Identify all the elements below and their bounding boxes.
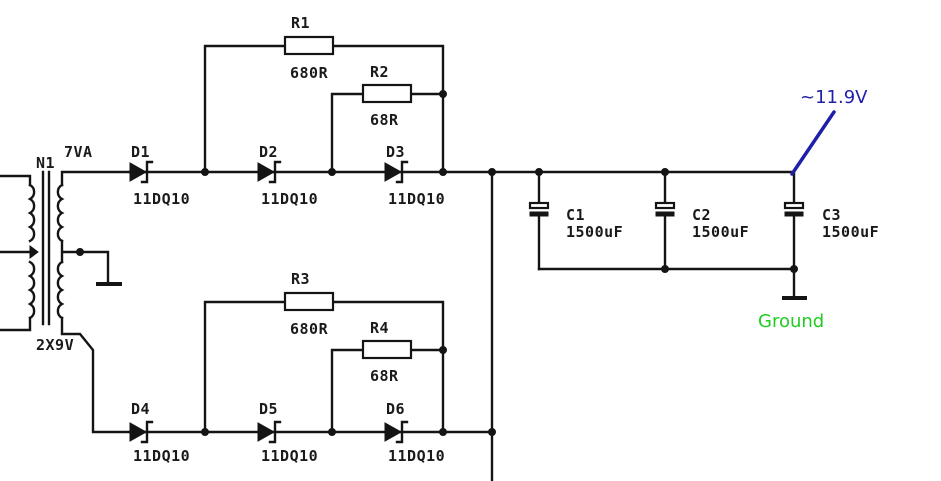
diode-ref-label: D1 [131,143,150,161]
secondary-center-tap-wire [60,239,110,285]
diode-value-label: 11DQ10 [133,447,190,465]
junction [661,265,669,273]
diode-d6 [384,420,409,444]
resistor-ref-label: R2 [370,63,389,81]
secondary-lead-top [60,170,132,187]
junction [328,428,336,436]
junction [488,168,496,176]
transformer-n1 [0,170,132,434]
output-voltage-annotation: ~11.9V [800,87,868,108]
resistor-ref-label: R1 [291,14,310,32]
capacitor-ref-label: C3 [822,206,841,224]
diode-value-label: 11DQ10 [261,447,318,465]
primary-lead-bottom [0,316,32,332]
capacitor-c2 [654,170,676,271]
r3-wire [203,300,445,434]
r2-wire [330,92,445,174]
capacitor-ref-label: C2 [692,206,711,224]
diode-ref-label: D4 [131,400,150,418]
capacitor-ref-label: C1 [566,206,585,224]
resistor-value-label: 680R [290,64,329,82]
r4-wire [330,348,445,434]
diode-ref-label: D5 [259,400,278,418]
secondary-winding-upper [56,183,65,243]
resistor-value-label: 68R [370,111,399,129]
resistor-ref-label: R3 [291,270,310,288]
diode-d1 [129,160,154,184]
r1-wire [203,44,445,174]
diode-value-label: 11DQ10 [261,190,318,208]
junction [439,346,447,354]
diode-ref-label: D6 [386,400,405,418]
diode-d4 [129,420,154,444]
secondary-lead-bottom [60,316,132,434]
capacitor-c1 [528,170,550,271]
junction [790,265,798,273]
resistor-value-label: 680R [290,320,329,338]
junction [201,168,209,176]
primary-winding-upper [27,183,36,243]
junction [661,168,669,176]
center-tap-arrow [29,245,39,259]
secondary-winding-lower [56,260,65,320]
transformer-rating-label: 7VA [64,143,93,161]
junction [488,428,496,436]
resistor-r4 [361,339,413,360]
junction [439,168,447,176]
primary-lead-top [0,174,32,187]
diode-d5 [257,420,282,444]
resistor-ref-label: R4 [370,319,389,337]
diode-d3 [384,160,409,184]
junction [439,428,447,436]
junction [535,168,543,176]
transformer-secondary-label: 2X9V [36,336,74,354]
capacitor-c3 [783,170,805,299]
diode-value-label: 11DQ10 [388,190,445,208]
primary-winding-lower [27,260,36,320]
junction [201,428,209,436]
transformer-ref-label: N1 [36,154,55,172]
resistor-r2 [361,83,413,104]
ground-annotation: Ground [758,311,824,332]
resistor-value-label: 68R [370,367,399,385]
capacitor-value-label: 1500uF [692,223,749,241]
diode-ref-label: D3 [386,143,405,161]
voltage-pointer-line [790,110,836,176]
diode-value-label: 11DQ10 [133,190,190,208]
junction [439,90,447,98]
diode-value-label: 11DQ10 [388,447,445,465]
center-tap-junction [76,248,84,256]
resistor-r3 [283,291,335,312]
diode-ref-label: D2 [259,143,278,161]
capacitor-value-label: 1500uF [566,223,623,241]
junction [328,168,336,176]
resistor-r1 [283,35,335,56]
capacitor-value-label: 1500uF [822,223,879,241]
diode-d2 [257,160,282,184]
